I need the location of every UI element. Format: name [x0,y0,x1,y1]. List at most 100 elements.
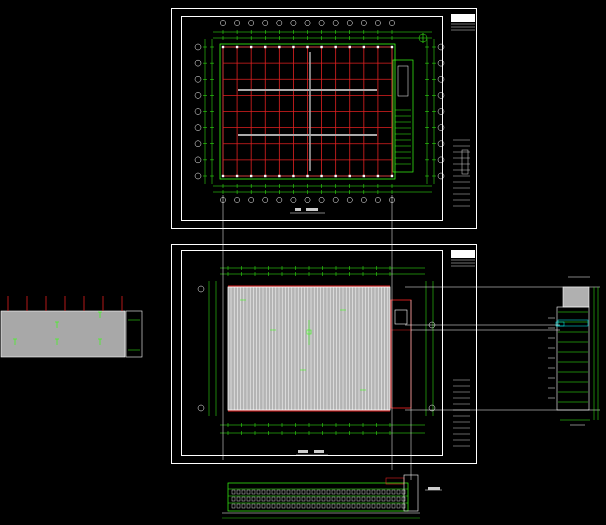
floor-plan-column [390,45,394,49]
front-elevation-window [401,503,406,509]
floor-plan-column [264,45,267,49]
front-elevation-window [391,503,396,509]
front-elevation-window [376,503,381,509]
front-elevation-window [251,503,256,509]
front-elevation-window [346,503,351,509]
front-elevation-window [276,489,281,495]
front-elevation-window [366,489,371,495]
grid-bubble-right [437,59,445,67]
section-body [556,306,590,411]
floor-plan-caption-text-block [306,208,318,211]
title-block-head [451,14,475,22]
front-elevation-window [306,489,311,495]
floor-plan-column [362,45,366,49]
front-elevation-window [246,503,251,509]
sheet-frame-bottom[interactable] [171,244,477,464]
grid-bubble-bottom [346,197,353,203]
front-elevation-window [346,496,351,502]
grid-bubble-top [360,20,367,26]
floor-plan-column [264,174,267,178]
front-elevation-window [261,503,266,509]
front-elevation-window [396,503,401,509]
front-elevation-window [301,503,306,509]
front-elevation-stair [403,474,419,512]
floor-plan-column [249,45,253,49]
grid-bubble-left [194,76,202,83]
section-roof-block [562,286,590,308]
front-elevation-window [341,496,346,502]
front-elevation-window [376,496,381,502]
floor-plan-annex [392,59,414,173]
front-elevation-window [341,489,346,495]
front-elevation-window [381,503,386,509]
front-elevation-window [356,496,361,502]
front-elevation-window [356,503,361,509]
grid-bubble-top [318,20,325,26]
front-elevation-window [251,489,256,495]
front-elevation-window [361,496,366,502]
sheet-inner-bottom [181,250,443,456]
front-elevation-window [316,503,321,509]
grid-bubble-bottom [332,197,339,203]
grid-bubble-bottom [234,197,240,203]
front-elevation-window [286,503,291,509]
front-elevation-window [361,503,366,509]
front-elevation-window [231,503,236,509]
legend-swatch [461,149,469,175]
roof-grid-bubble [197,404,205,412]
front-elevation-window [381,496,386,502]
front-elevation-window [246,496,251,502]
floor-plan-column [292,45,295,49]
front-elevation-window [261,496,266,502]
front-elevation-window [236,503,241,509]
front-elevation-window [356,489,361,495]
grid-bubble-left [194,92,202,99]
front-elevation-window [301,496,306,502]
front-elevation-window [331,496,336,502]
front-elevation-window [326,503,331,509]
front-elevation-window [336,489,341,495]
floor-plan-column [390,174,394,178]
front-elevation-window [276,496,281,502]
roof-annex-hatch [394,309,408,325]
front-elevation-window [391,489,396,495]
grid-bubble-top [389,20,395,26]
floor-plan-column [376,45,380,49]
grid-bubble-bottom [318,197,325,203]
roof-title-block-head [451,250,475,258]
front-elevation-window [291,503,296,509]
floor-plan-column [306,45,309,49]
front-elevation-window [376,489,381,495]
front-elevation-window [301,489,306,495]
grid-bubble-top [248,20,255,26]
front-elevation-window [326,489,331,495]
front-elevation-window [311,503,316,509]
front-elevation-window [296,496,301,502]
grid-bubble-bottom [304,197,311,203]
roof-panel [227,286,391,411]
grid-bubble-top [375,20,381,26]
left-elevation-panel [0,310,126,358]
front-elevation-window [256,496,261,502]
front-elevation-window [316,496,321,502]
front-elevation-window [271,489,276,495]
floor-plan-outer-wall [219,43,396,180]
front-elevation-window [391,496,396,502]
floor-plan-column [221,45,225,49]
front-elevation-window [336,496,341,502]
front-elevation-window [271,496,276,502]
front-elevation-window [306,503,311,509]
grid-bubble-right [437,172,445,180]
sheet-frame-top[interactable] [171,8,477,229]
grid-bubble-top [332,20,339,26]
front-elevation-window [346,489,351,495]
section-band [557,319,589,327]
front-elevation-window [246,489,251,495]
front-elevation-window [236,489,241,495]
front-elevation-window [351,496,356,502]
front-elevation-window [371,503,376,509]
front-elevation-window [281,489,286,495]
grid-bubble-bottom [262,197,269,203]
front-elevation-window [306,496,311,502]
